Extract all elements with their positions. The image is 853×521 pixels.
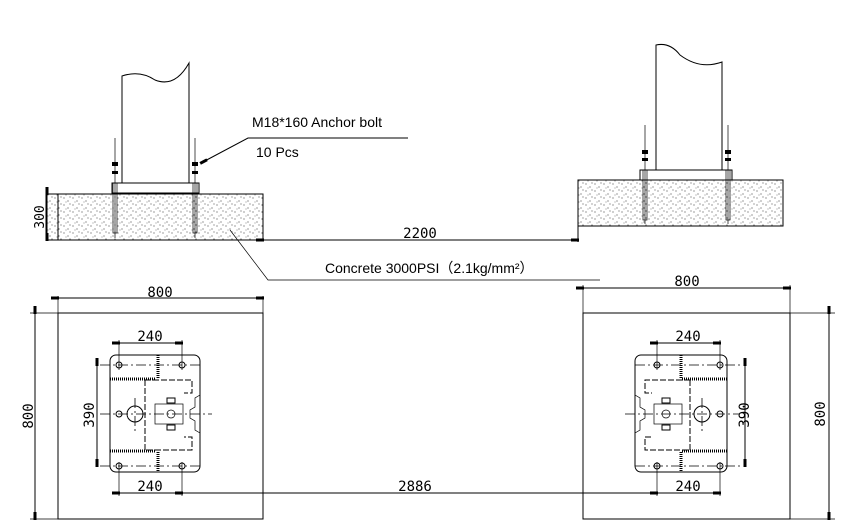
left-plan: 800 800 240 240 390: [21, 285, 264, 520]
bolt-spacing-bottom-right: 240: [675, 479, 700, 495]
anchor-bolt: [112, 138, 118, 238]
spacing-label-2886: 2886: [398, 479, 432, 495]
bolt-spacing-bottom-left: 240: [137, 479, 162, 495]
concrete-leader: [229, 229, 600, 281]
anchor-bolt-qty: 10 Pcs: [256, 144, 299, 160]
spacing-label-2200: 2200: [403, 226, 437, 242]
base-plate-left: [111, 182, 200, 194]
bolt-spacing-top-left: 240: [137, 329, 162, 345]
anchor-bolt-label: M18*160 Anchor bolt: [252, 114, 382, 130]
bolt-spacing-vertical-left: 390: [82, 402, 98, 427]
footing-outline-left: [57, 312, 264, 520]
slab-depth-label: 300: [33, 205, 48, 228]
footing-height-right: 800: [813, 401, 829, 426]
footing-height-left: 800: [21, 403, 37, 428]
anchor-bolt: [725, 125, 731, 224]
footing-width-right: 800: [674, 274, 699, 290]
base-plate-plan-left: [109, 354, 201, 473]
anchor-bolt: [642, 125, 648, 224]
column-right: [655, 44, 723, 170]
right-plan: 800 800 240 240 390: [576, 274, 835, 520]
bolt-spacing-vertical-right: 390: [737, 402, 753, 427]
anchor-bolt-leader: [199, 137, 408, 165]
base-plate-right: [639, 169, 733, 181]
column-left: [121, 61, 190, 183]
footing-outline-right: [582, 312, 791, 520]
right-elevation: [577, 44, 784, 227]
anchor-bolt: [192, 138, 198, 238]
left-elevation: 300 M18*160 Anchor bolt 10 Pcs Concrete …: [33, 61, 600, 281]
footing-width-left: 800: [147, 285, 172, 301]
concrete-slab-right: [577, 179, 784, 227]
concrete-label: Concrete 3000PSI（2.1kg/mm²）: [325, 260, 534, 276]
concrete-slab-left: [45, 193, 264, 241]
bolt-spacing-top-right: 240: [675, 329, 700, 345]
